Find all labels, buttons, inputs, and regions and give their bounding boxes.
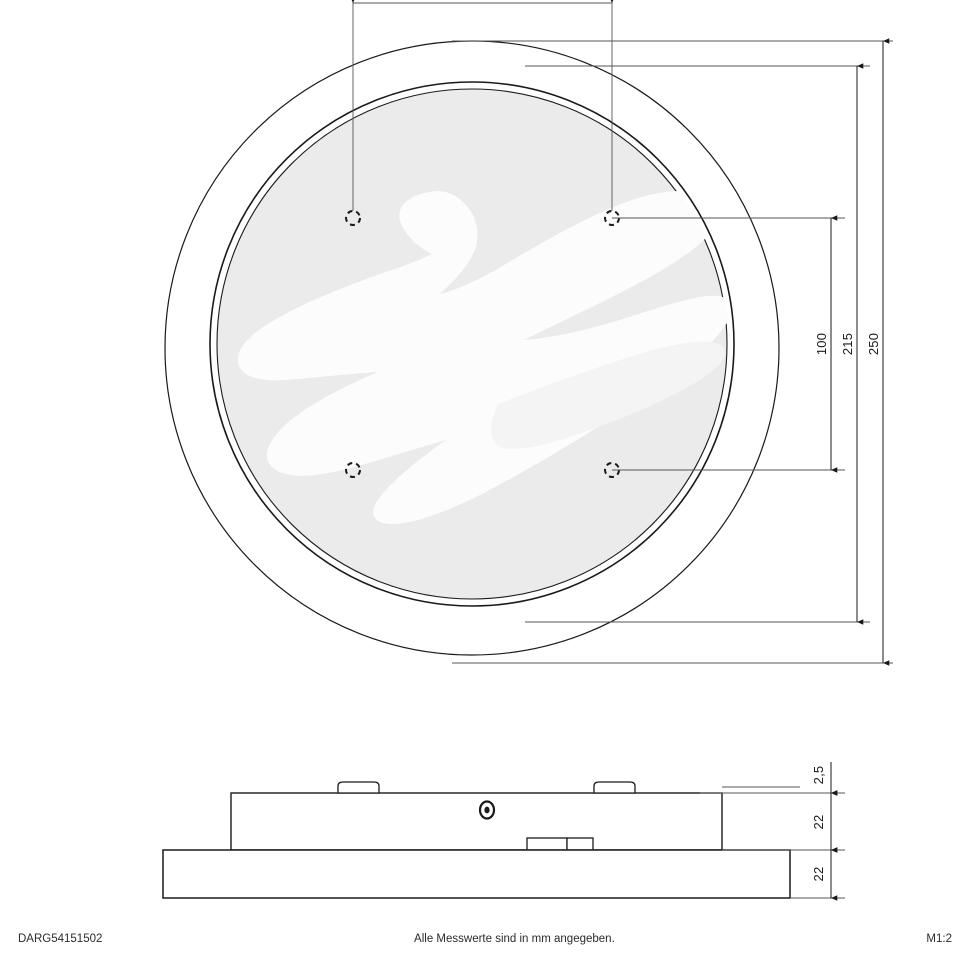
dimension-outer-250: 250 xyxy=(866,38,890,666)
dimension-cover-215: 215 xyxy=(840,63,864,625)
side-base-plate xyxy=(162,849,791,899)
side-tab-left xyxy=(337,781,380,794)
side-connector-block xyxy=(526,837,594,851)
top-view-group: 100 215 250 xyxy=(164,0,893,666)
dimension-label-250: 250 xyxy=(866,333,881,355)
side-view-group: 2,5 22 22 xyxy=(162,762,845,901)
dimension-hole-pitch-100: 100 xyxy=(814,215,838,473)
side-tab-right xyxy=(593,781,636,794)
dimension-label-22-lower: 22 xyxy=(811,867,826,882)
drawing-footer: DARG54151502 Alle Messwerte sind in mm a… xyxy=(0,931,970,947)
diffuser-highlight-pattern xyxy=(237,191,729,524)
dimension-label-215: 215 xyxy=(840,333,855,355)
right-extension-lines xyxy=(452,40,893,664)
measurement-note: Alle Messwerte sind in mm angegeben. xyxy=(414,933,615,945)
highlight-shape-secondary xyxy=(491,341,726,449)
dimension-upper-body-22: 22 xyxy=(811,790,838,853)
dimension-cover-thickness-25: 2,5 xyxy=(811,762,838,796)
mounting-hole-bottom-left xyxy=(345,462,361,478)
dimension-label-2-5: 2,5 xyxy=(811,766,826,785)
hole-extension-lines xyxy=(352,0,613,211)
dimension-base-22: 22 xyxy=(811,847,838,901)
article-number: DARG54151502 xyxy=(18,933,103,945)
dimension-label-22-upper: 22 xyxy=(811,815,826,830)
side-screw-detail xyxy=(478,800,496,820)
highlight-shape-main xyxy=(237,191,729,524)
mounting-hole-top-left xyxy=(345,210,361,226)
side-upper-body xyxy=(230,792,723,851)
dimension-label-100: 100 xyxy=(814,333,829,355)
scale-label: M1:2 xyxy=(926,933,952,945)
